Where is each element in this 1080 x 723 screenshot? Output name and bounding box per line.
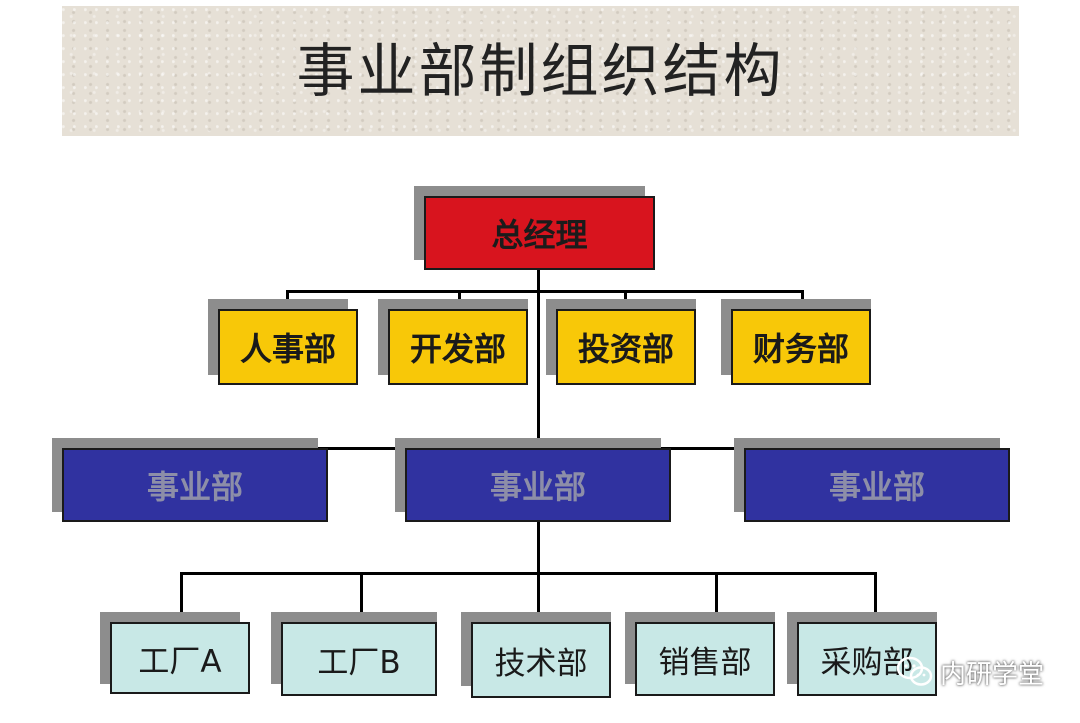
page-title: 事业部制组织结构 (296, 37, 785, 105)
general-manager-node: 总经理 (424, 196, 655, 270)
connector-dept-bar (286, 290, 804, 293)
wechat-icon (896, 656, 933, 686)
business-unit-2-node: 事业部 (405, 448, 671, 522)
dept-dev-node: 开发部 (388, 309, 528, 385)
sub-unit-sales-node: 销售部 (635, 622, 775, 696)
dept-invest-node: 投资部 (556, 309, 696, 385)
sub-unit-tech-node: 技术部 (471, 622, 611, 698)
watermark: 内研学堂 (896, 652, 1044, 692)
business-unit-1-node: 事业部 (62, 448, 328, 522)
sub-unit-factory-a-node: 工厂A (110, 622, 250, 694)
connector-sub-drop-3 (715, 572, 718, 622)
business-unit-3-node: 事业部 (744, 448, 1010, 522)
sub-unit-factory-b-node: 工厂B (281, 622, 437, 696)
connector-sub-bar (180, 572, 877, 575)
title-banner: 事业部制组织结构 (62, 6, 1019, 136)
watermark-text: 内研学堂 (940, 659, 1045, 690)
dept-hr-node: 人事部 (218, 309, 358, 385)
dept-finance-node: 财务部 (731, 309, 871, 385)
connector-trunk-bottom (537, 520, 540, 620)
connector-sub-drop-1 (180, 572, 183, 622)
connector-trunk-top (537, 270, 540, 450)
connector-sub-drop-4 (874, 572, 877, 622)
connector-sub-drop-2 (360, 572, 363, 622)
